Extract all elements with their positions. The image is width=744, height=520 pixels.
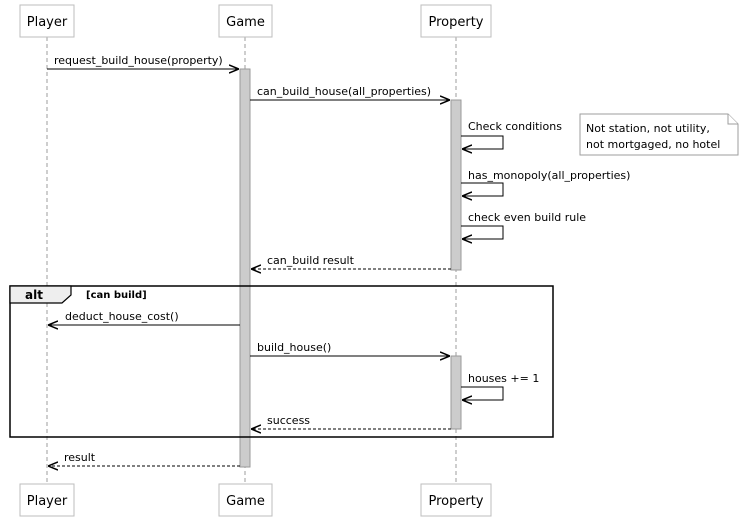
message-houses-increment: houses += 1 <box>461 372 539 400</box>
message-can-build-result: can_build result <box>251 254 451 269</box>
alt-guard: [can build] <box>86 290 147 301</box>
message-label: build_house() <box>257 341 331 354</box>
message-request-build-house: request_build_house(property) <box>47 54 239 69</box>
activation-property-2 <box>450 355 462 430</box>
note-line-2: not mortgaged, no hotel <box>586 138 720 151</box>
alt-frame: alt [can build] <box>9 285 554 438</box>
message-result: result <box>48 451 240 466</box>
message-success: success <box>251 414 451 429</box>
activation-property-1 <box>450 99 462 271</box>
message-label: check even build rule <box>468 211 586 224</box>
participant-property-bottom: Property <box>420 483 492 517</box>
participant-label: Player <box>27 15 68 30</box>
message-build-house: build_house() <box>250 341 450 356</box>
participant-player-bottom: Player <box>19 483 75 517</box>
message-label: deduct_house_cost() <box>65 310 179 323</box>
message-has-monopoly: has_monopoly(all_properties) <box>461 169 630 196</box>
participant-game-top: Game <box>218 4 273 38</box>
message-label: can_build_house(all_properties) <box>257 85 431 98</box>
message-label: can_build result <box>267 254 355 267</box>
participant-game-bottom: Game <box>218 483 273 517</box>
message-label: request_build_house(property) <box>54 54 223 67</box>
message-label: Check conditions <box>468 120 562 133</box>
participant-label: Property <box>428 15 483 30</box>
activation-game <box>239 68 251 468</box>
message-label: houses += 1 <box>468 372 539 385</box>
note-line-1: Not station, not utility, <box>586 122 710 135</box>
note-conditions: Not station, not utility, not mortgaged,… <box>579 113 739 156</box>
message-label: result <box>64 451 96 464</box>
participant-label: Game <box>226 15 265 30</box>
participant-label: Player <box>27 494 68 509</box>
message-label: success <box>267 414 310 427</box>
participant-label: Property <box>428 494 483 509</box>
participant-player-top: Player <box>19 4 75 38</box>
message-can-build-house: can_build_house(all_properties) <box>250 85 450 100</box>
message-label: has_monopoly(all_properties) <box>468 169 630 182</box>
message-check-conditions: Check conditions <box>461 120 562 149</box>
message-check-even-build-rule: check even build rule <box>461 211 586 239</box>
participant-property-top: Property <box>420 4 492 38</box>
alt-keyword: alt <box>25 288 43 302</box>
participant-label: Game <box>226 494 265 509</box>
message-deduct-house-cost: deduct_house_cost() <box>48 310 240 325</box>
